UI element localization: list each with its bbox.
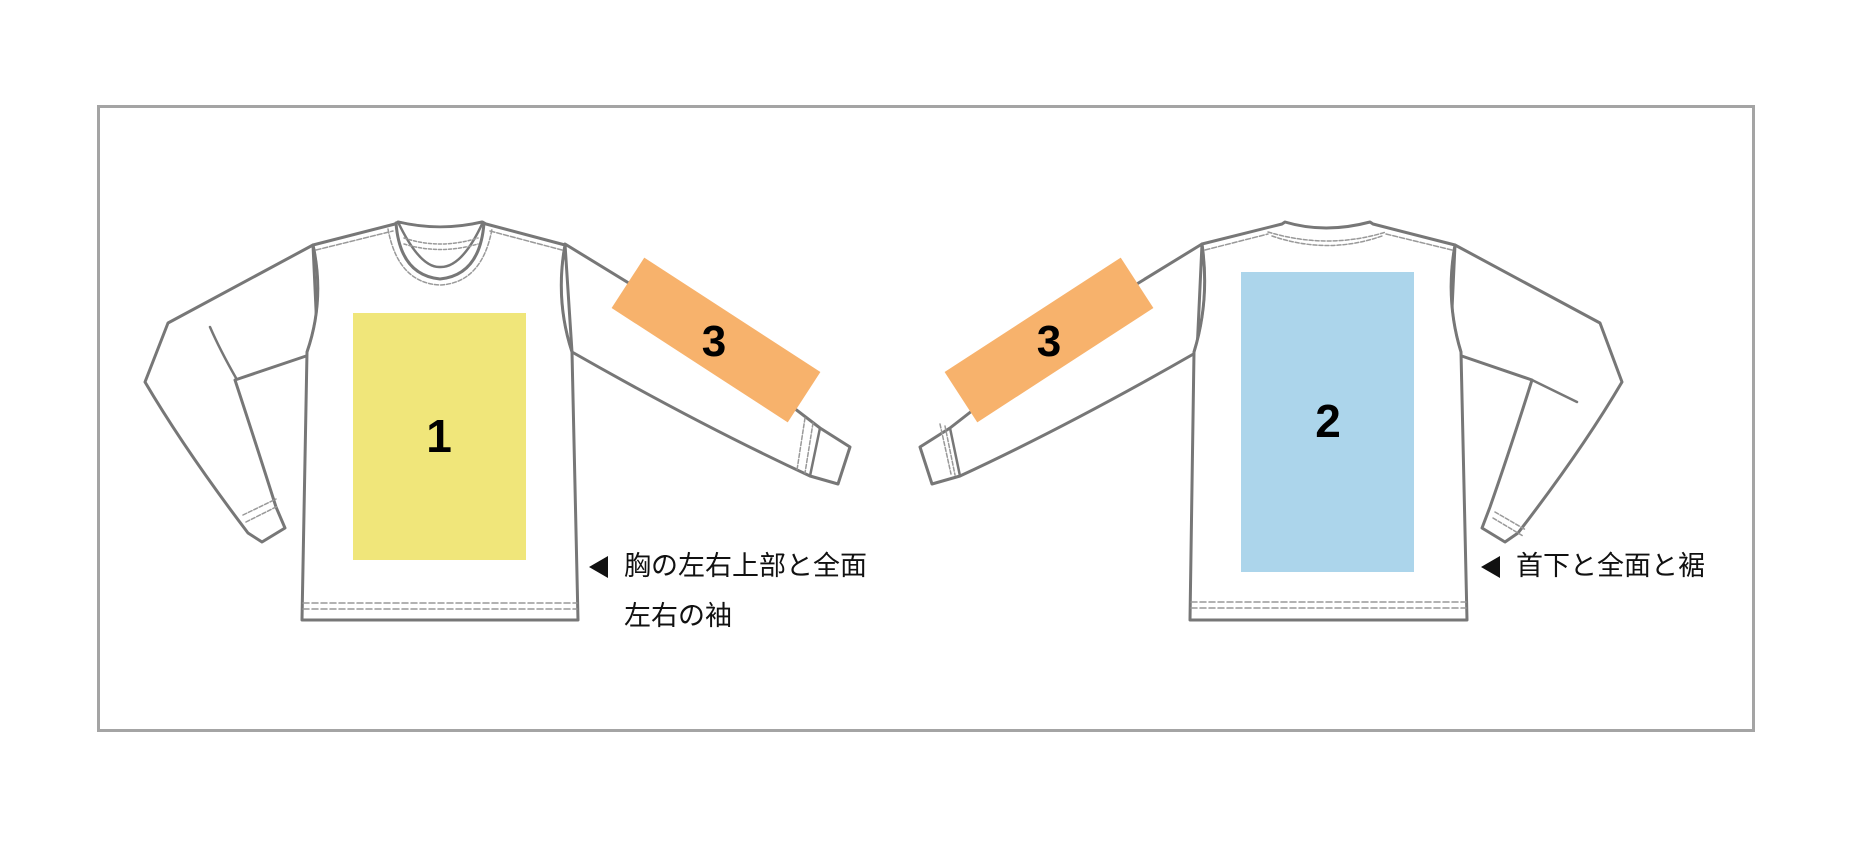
- zone-1-number: 1: [426, 410, 452, 462]
- front-caption-line1: 胸の左右上部と全面: [624, 551, 867, 582]
- back-right-sleeve: [1448, 243, 1624, 544]
- left-triangle-icon: [1481, 556, 1500, 578]
- left-triangle-icon: [589, 556, 608, 578]
- zone-3-front-number: 3: [702, 317, 726, 366]
- front-caption: 胸の左右上部と全面 左右の袖: [589, 542, 867, 642]
- front-collar: [394, 221, 486, 281]
- diagram-frame: [97, 105, 1755, 732]
- zone-3-back-number: 3: [1037, 317, 1061, 366]
- back-caption: 首下と全面と裾: [1481, 542, 1705, 592]
- print-zone-3-front: [611, 257, 821, 423]
- print-zone-1: [353, 313, 526, 560]
- print-zone-2: [1241, 272, 1414, 572]
- zone-2-number: 2: [1315, 395, 1341, 447]
- front-caption-line2: 左右の袖: [624, 601, 732, 632]
- print-zone-3-back: [944, 257, 1154, 423]
- back-caption-line1: 首下と全面と裾: [1516, 551, 1705, 582]
- front-left-sleeve: [143, 243, 320, 544]
